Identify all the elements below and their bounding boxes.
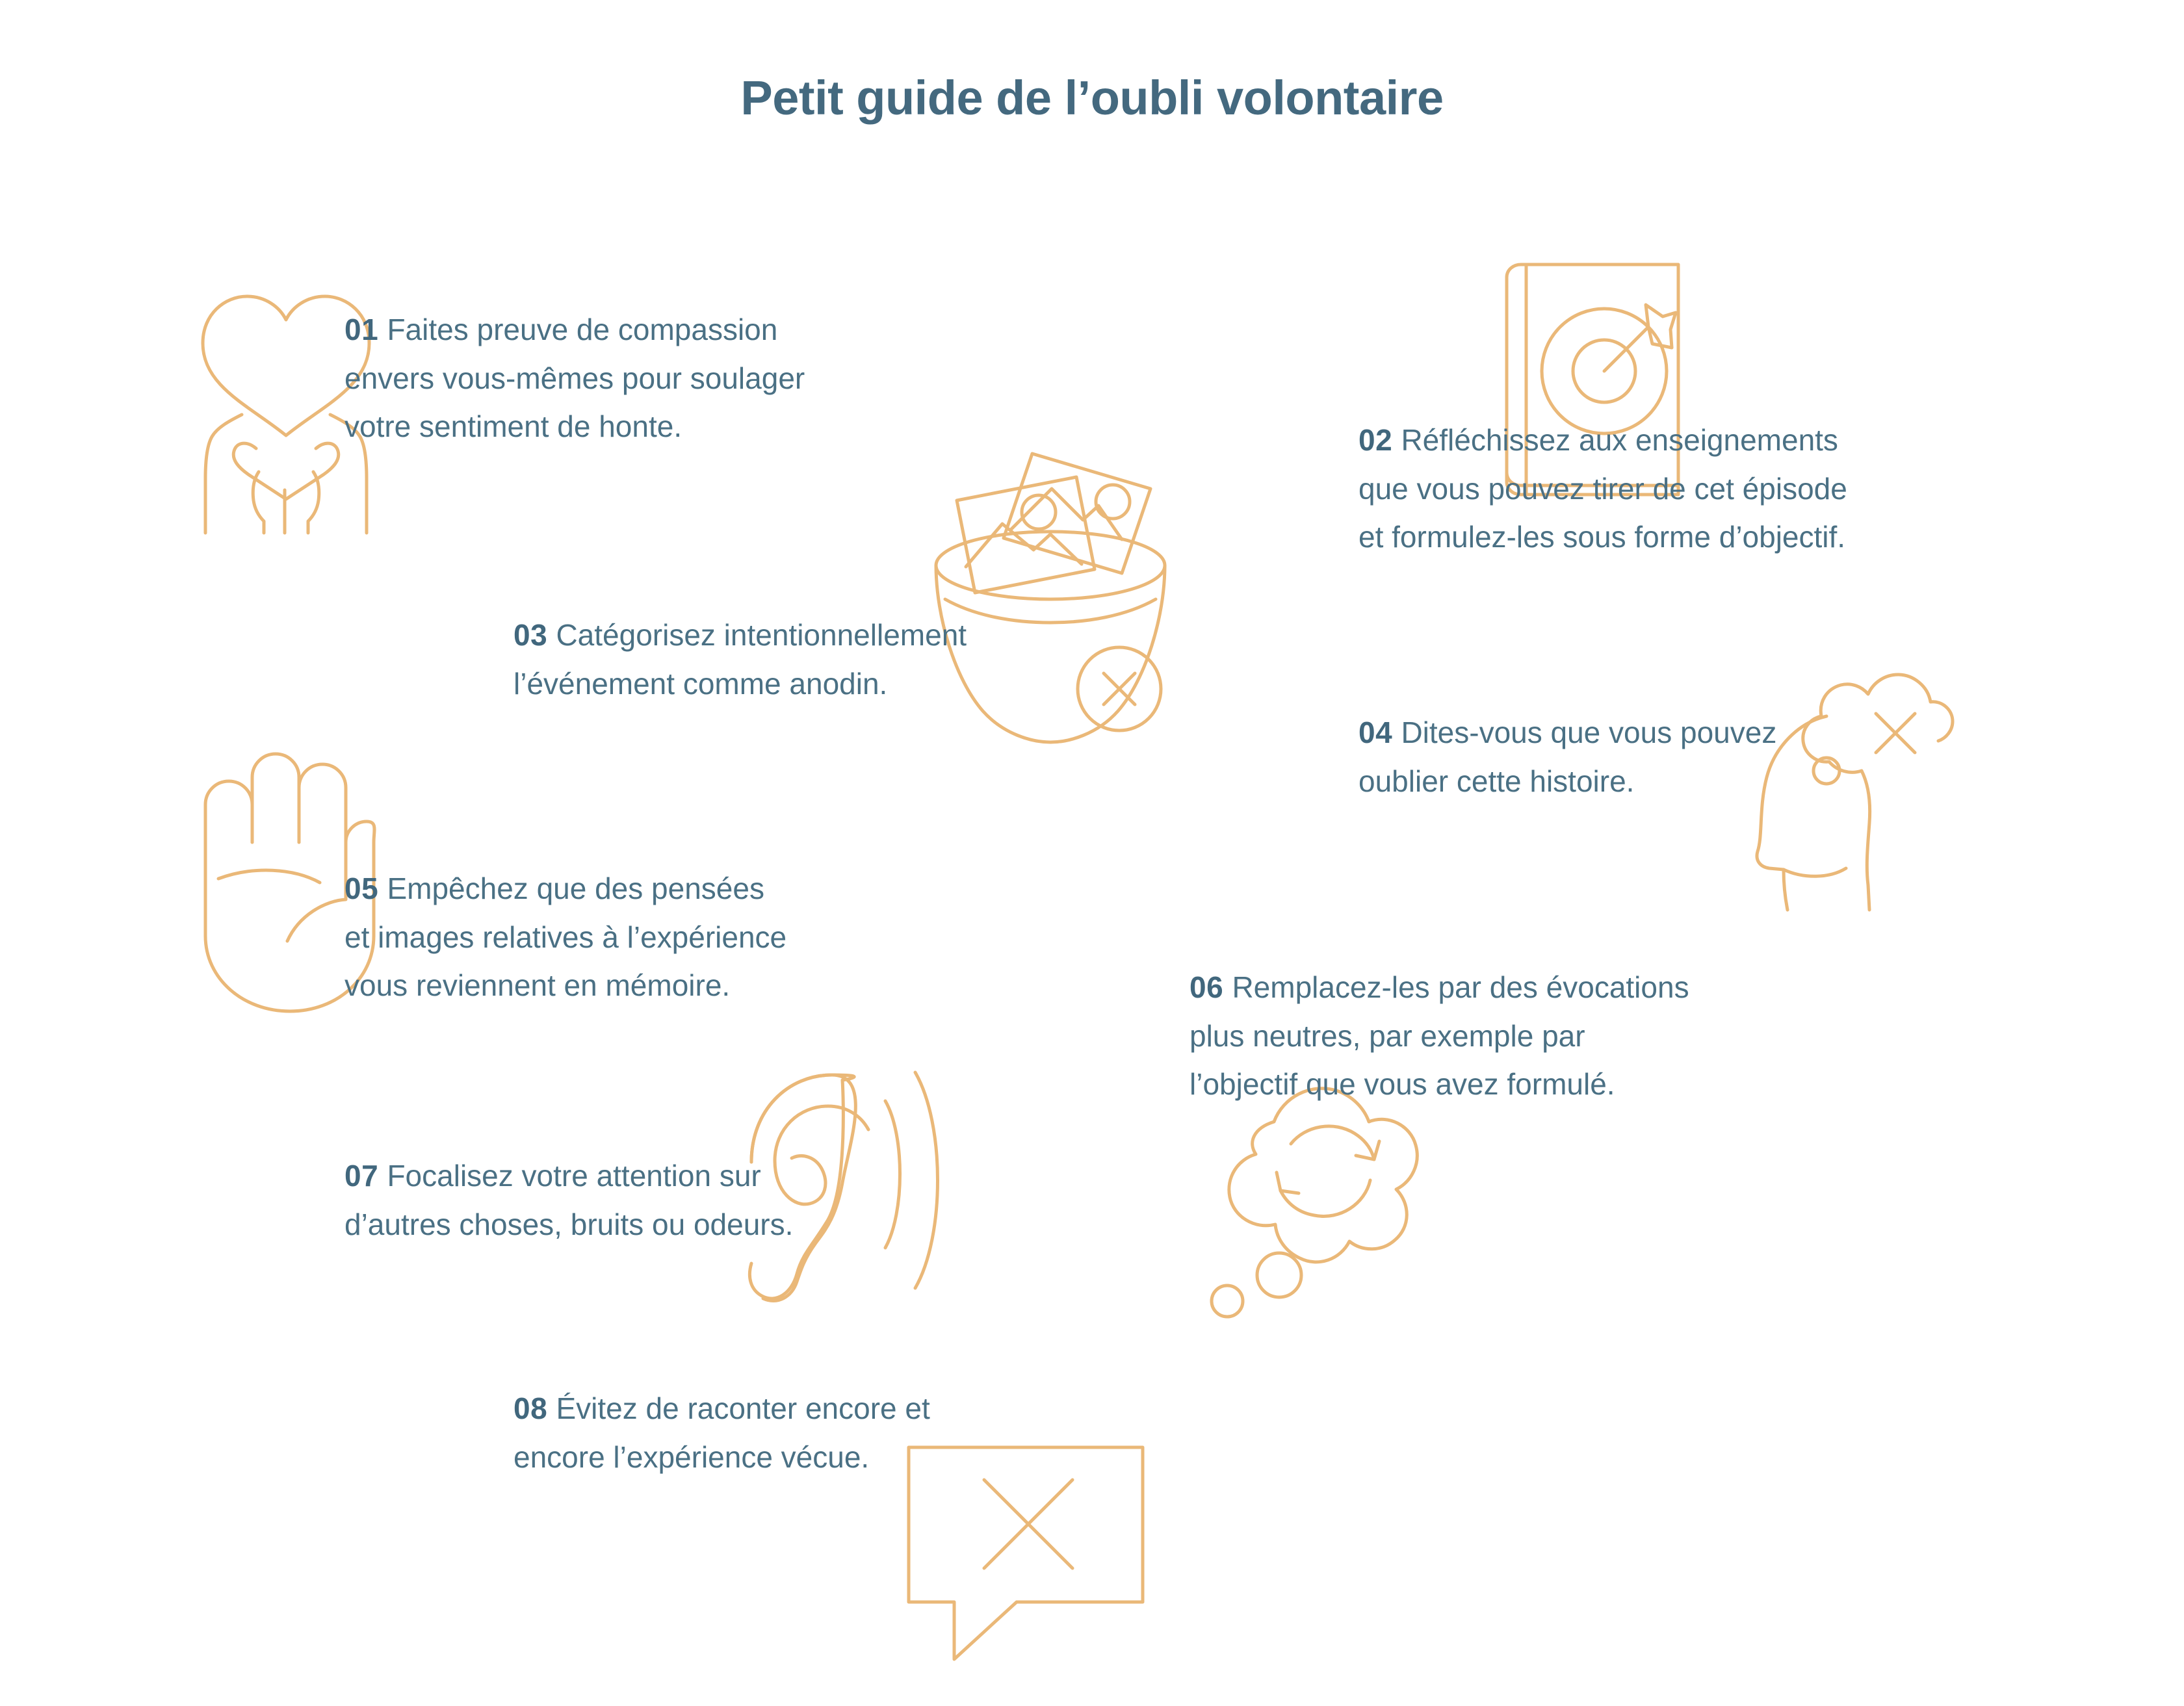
step-text-07: 07 Focalisez votre attention sur d’autre… (344, 1152, 1027, 1248)
step-body-08: Évitez de raconter encore et encore l’ex… (514, 1391, 930, 1474)
step-item-02: 02 Réfléchissez aux enseignements que vo… (1358, 416, 2138, 562)
step-item-01: 01 Faites preuve de compassion envers vo… (344, 305, 1046, 451)
step-body-01: Faites preuve de compassion envers vous-… (344, 313, 805, 444)
photos-in-bin-icon (936, 448, 1190, 754)
ear-soundwaves-icon (734, 1053, 956, 1313)
step-body-05: Empêchez que des pensées et images relat… (344, 872, 787, 1003)
step-item-06: 06 Remplacez-les par des évocations plus… (1190, 963, 1937, 1109)
book-with-target-icon (1495, 257, 1690, 510)
step-number-01: 01 (344, 313, 387, 346)
step-number-03: 03 (514, 618, 556, 652)
step-item-07: 07 Focalisez votre attention sur d’autre… (344, 1152, 1027, 1248)
step-text-03: 03 Catégorisez intentionnellement l’évén… (514, 611, 1242, 708)
step-item-04: 04 Dites-vous que vous pouvez oublier ce… (1358, 708, 2008, 805)
step-text-05: 05 Empêchez que des pensées et images re… (344, 864, 1046, 1010)
step-text-06: 06 Remplacez-les par des évocations plus… (1190, 963, 1937, 1109)
step-body-03: Catégorisez intentionnellement l’événeme… (514, 618, 967, 701)
step-item-03: 03 Catégorisez intentionnellement l’évén… (514, 611, 1242, 708)
step-number-05: 05 (344, 872, 387, 905)
thought-cloud-refresh-icon (1196, 1066, 1450, 1319)
step-body-02: Réfléchissez aux enseignements que vous … (1358, 423, 1847, 554)
step-body-06: Remplacez-les par des évocations plus ne… (1190, 970, 1689, 1102)
page-title: Petit guide de l’oubli volontaire (740, 71, 1444, 125)
step-number-06: 06 (1190, 970, 1232, 1004)
step-text-04: 04 Dites-vous que vous pouvez oublier ce… (1358, 708, 2008, 805)
open-palm-stop-icon (195, 741, 384, 1014)
speech-bubble-cross-icon (902, 1440, 1149, 1661)
step-number-07: 07 (344, 1159, 387, 1193)
step-number-08: 08 (514, 1391, 556, 1425)
heart-in-hands-icon (188, 273, 384, 533)
step-item-05: 05 Empêchez que des pensées et images re… (344, 864, 1046, 1010)
head-thought-cross-icon (1748, 637, 1982, 910)
step-body-07: Focalisez votre attention sur d’autres c… (344, 1159, 794, 1241)
step-text-01: 01 Faites preuve de compassion envers vo… (344, 305, 1046, 451)
step-number-04: 04 (1358, 716, 1401, 749)
step-text-02: 02 Réfléchissez aux enseignements que vo… (1358, 416, 2138, 562)
step-body-04: Dites-vous que vous pouvez oublier cette… (1358, 716, 1777, 798)
step-number-02: 02 (1358, 423, 1401, 457)
step-text-08: 08 Évitez de raconter encore et encore l… (514, 1384, 1196, 1481)
step-item-08: 08 Évitez de raconter encore et encore l… (514, 1384, 1196, 1481)
